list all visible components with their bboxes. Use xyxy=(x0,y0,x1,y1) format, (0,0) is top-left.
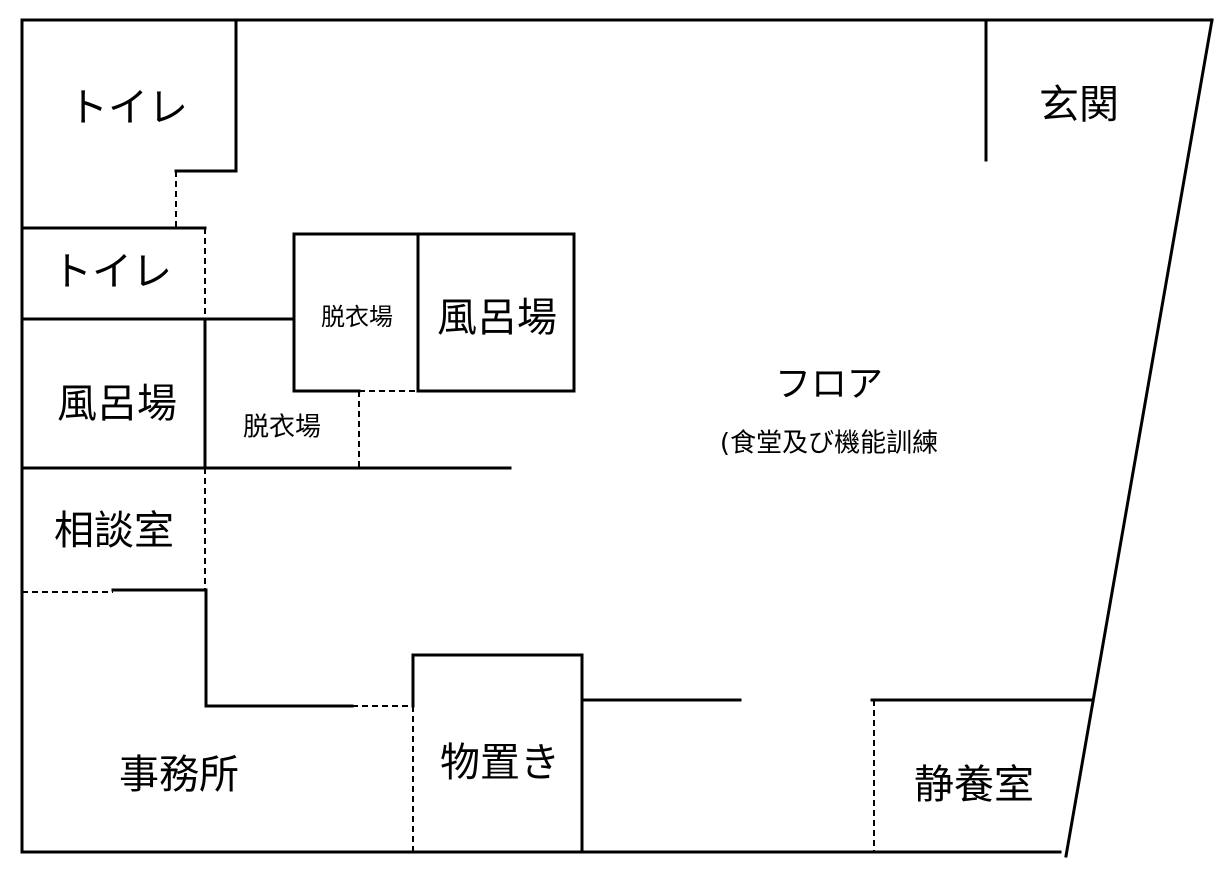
door-openings xyxy=(22,171,875,852)
label-rest-room: 静養室 xyxy=(914,762,1034,808)
label-office: 事務所 xyxy=(119,752,239,798)
label-changing-left: 脱衣場 xyxy=(243,413,321,443)
label-bath-center: 風呂場 xyxy=(437,295,557,341)
room-labels: トイレ トイレ 風呂場 脱衣場 脱衣場 風呂場 相談室 事務所 物置き 静養室 … xyxy=(52,82,1119,808)
label-toilet-top: トイレ xyxy=(68,85,188,131)
label-bath-left: 風呂場 xyxy=(57,381,177,427)
label-toilet-mid: トイレ xyxy=(52,249,172,295)
outer-walls xyxy=(20,18,1214,858)
label-floor-subtitle: (食堂及び機能訓練 xyxy=(720,429,938,459)
interior-walls xyxy=(20,18,1093,854)
label-floor-title: フロア xyxy=(775,364,883,405)
label-entrance: 玄関 xyxy=(1039,82,1119,128)
outer-wall-right-slanted xyxy=(1064,18,1214,858)
label-storage: 物置き xyxy=(440,740,560,786)
label-consultation: 相談室 xyxy=(54,508,174,554)
label-changing-center: 脱衣場 xyxy=(321,303,393,331)
